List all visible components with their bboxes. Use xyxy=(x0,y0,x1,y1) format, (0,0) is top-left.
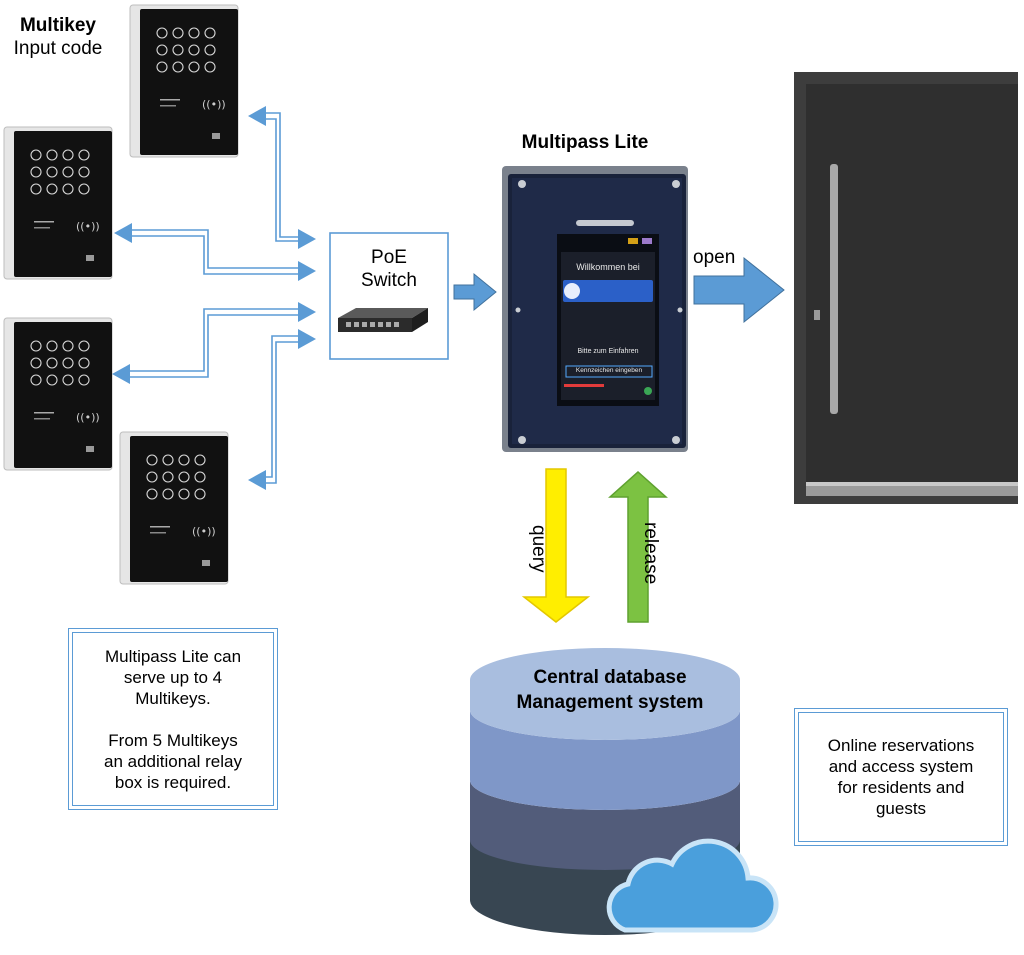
note-line: an additional relay xyxy=(104,751,242,771)
door-handle-icon xyxy=(830,164,838,414)
cloud-icon xyxy=(606,838,779,933)
note-line: From 5 Multikeys xyxy=(108,730,238,750)
door xyxy=(794,72,1018,504)
multikey-device-3 xyxy=(3,317,113,471)
network-switch-icon xyxy=(338,308,428,332)
multipass-lite-device xyxy=(502,166,688,452)
screen-prompt-text: Bitte zum Einfahren xyxy=(577,348,639,355)
keypad-arrowheads xyxy=(112,106,316,490)
note-line: box is required. xyxy=(114,772,232,792)
poe-switch-line2: Switch xyxy=(361,270,417,291)
poe-switch-label: PoE Switch xyxy=(330,246,448,292)
note-line: Online reservations xyxy=(827,736,975,755)
query-label: query xyxy=(528,525,549,573)
database-title-line2: Management system xyxy=(516,692,704,713)
note-line: guests xyxy=(875,799,927,818)
multikey-device-2 xyxy=(3,126,113,280)
open-label: open xyxy=(693,247,736,268)
multikey-title: Multikey Input code xyxy=(0,14,116,60)
poe-switch-box xyxy=(329,232,449,360)
database-title-line1: Central database xyxy=(533,667,687,688)
online-reservations-note: Online reservations and access system fo… xyxy=(794,708,1008,846)
open-door-arrow xyxy=(693,256,785,324)
query-arrow xyxy=(521,468,591,623)
note-line: Multipass Lite can xyxy=(104,646,242,666)
multikey-device-1 xyxy=(129,4,239,158)
keypad-connections xyxy=(130,112,300,484)
poe-switch-line1: PoE xyxy=(371,247,407,268)
multipass-title: Multipass Lite xyxy=(521,132,649,153)
note-line: for residents and xyxy=(837,778,965,797)
switch-to-controller-arrow xyxy=(453,272,497,312)
note-line: serve up to 4 xyxy=(123,667,223,687)
release-arrow xyxy=(608,470,668,623)
multikey-subtitle: Input code xyxy=(13,38,103,59)
release-label: release xyxy=(640,522,661,584)
note-line: Multikeys. xyxy=(135,688,211,708)
multikey-device-4 xyxy=(119,431,229,585)
screen-welcome-text: Willkommen bei xyxy=(576,262,640,272)
note-line: and access system xyxy=(828,757,974,776)
capacity-note: Multipass Lite can serve up to 4 Multike… xyxy=(68,628,278,810)
screen-button-text: Kennzeichen eingeben xyxy=(575,367,643,374)
database-title: Central database Management system xyxy=(475,665,745,715)
multikey-name: Multikey xyxy=(19,15,97,36)
